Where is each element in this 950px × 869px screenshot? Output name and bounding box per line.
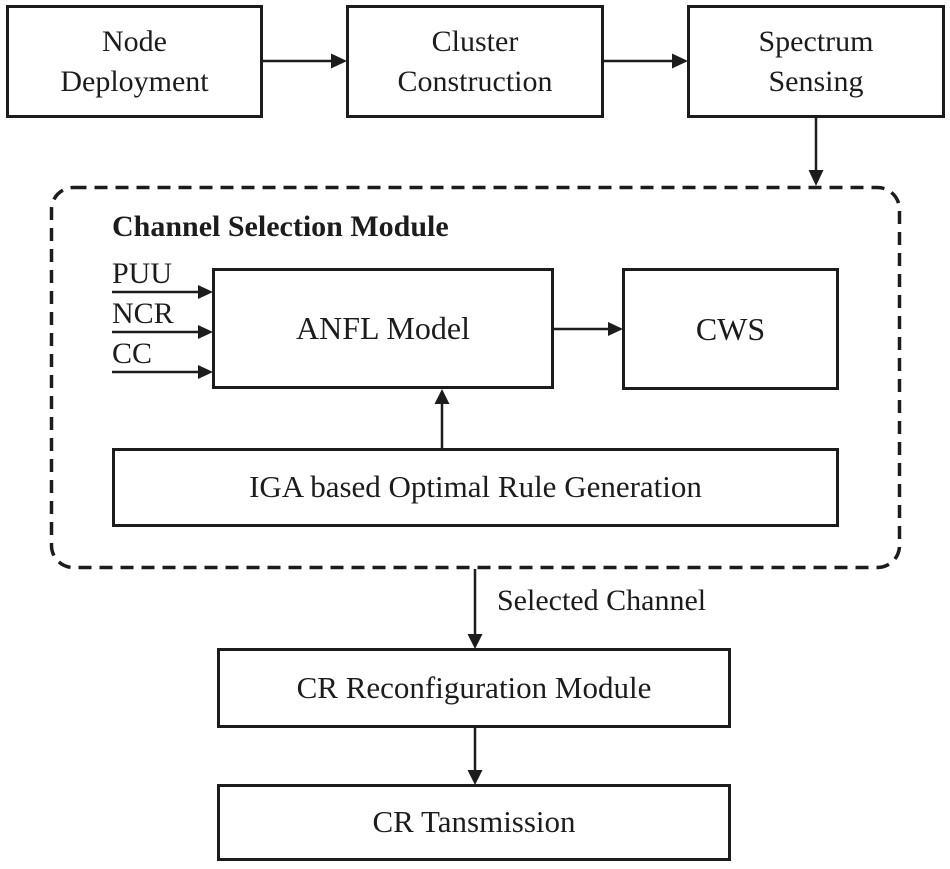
- arrow-puu-input-head: [198, 285, 213, 299]
- input-label-puu: PUU: [112, 257, 173, 290]
- cr-reconfiguration-module-label: CR Reconfiguration Module: [296, 669, 652, 705]
- arrow-cc-input-head: [198, 365, 213, 379]
- arrow-module-to-reconfig-head: [467, 634, 483, 649]
- cr-reconfiguration-module-box: CR Reconfiguration Module: [217, 648, 731, 728]
- iga-rule-generation-box: IGA based Optimal Rule Generation: [112, 448, 839, 527]
- anfl-model-box: ANFL Model: [212, 268, 554, 389]
- cr-transmission-box: CR Tansmission: [217, 784, 731, 861]
- node-deployment-label: Node Deployment: [60, 24, 209, 98]
- spectrum-sensing-label: Spectrum Sensing: [758, 24, 874, 98]
- arrow-ncr-input-head: [198, 325, 213, 339]
- channel-selection-module-title: Channel Selection Module: [112, 210, 449, 243]
- arrow-reconfig-to-transmission-head: [467, 770, 483, 785]
- arrow-node-to-cluster-head: [331, 53, 347, 69]
- cr-transmission-label: CR Tansmission: [372, 804, 576, 840]
- input-label-cc: CC: [112, 337, 153, 370]
- spectrum-sensing-box: Spectrum Sensing: [687, 5, 945, 118]
- anfl-model-label: ANFL Model: [296, 310, 470, 347]
- iga-rule-generation-label: IGA based Optimal Rule Generation: [249, 469, 702, 505]
- input-label-ncr: NCR: [112, 297, 174, 330]
- cluster-construction-box: Cluster Construction: [346, 5, 604, 118]
- arrow-cluster-to-spectrum-head: [672, 53, 688, 69]
- selected-channel-label: Selected Channel: [497, 584, 707, 617]
- cws-box: CWS: [622, 268, 839, 390]
- cluster-construction-label: Cluster Construction: [397, 24, 553, 98]
- arrow-anfl-to-cws-head: [608, 322, 623, 336]
- cws-label: CWS: [695, 310, 766, 347]
- arrow-spectrum-to-module-head: [808, 170, 824, 186]
- arrow-iga-to-anfl-head: [434, 389, 450, 404]
- node-deployment-box: Node Deployment: [6, 5, 263, 118]
